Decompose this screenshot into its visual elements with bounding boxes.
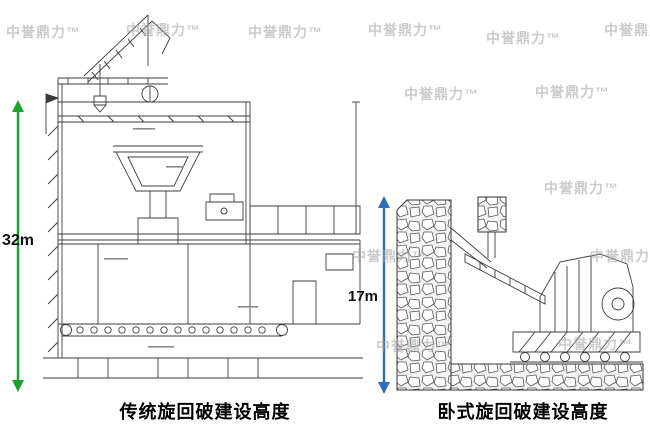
horizontal-crusher-drawing	[395, 192, 648, 392]
stone-block	[478, 197, 506, 232]
height-arrow-17m	[378, 196, 390, 394]
caption-right: 卧式旋回破建设高度	[437, 402, 609, 422]
watermark: 中誉鼎力™	[248, 24, 323, 40]
caption-left: 传统旋回破建设高度	[119, 402, 291, 422]
watermark: 中誉鼎力™	[368, 22, 443, 38]
watermark: 中誉鼎力™	[604, 22, 650, 38]
watermark: 中誉鼎力™	[535, 84, 610, 100]
watermark: 中誉鼎力™	[6, 24, 81, 40]
watermark: 中誉鼎力™	[590, 248, 650, 264]
watermark: 中誉鼎力™	[376, 338, 451, 354]
stone-ground	[451, 364, 643, 390]
height-label-left: 32m	[2, 232, 35, 249]
traditional-crusher-drawing	[38, 6, 368, 394]
arrow-head-up-icon	[378, 196, 390, 208]
watermark: 中誉鼎力™	[486, 30, 561, 46]
stone-wall	[397, 200, 451, 390]
height-arrow-32m	[12, 100, 24, 392]
height-label-right: 17m	[348, 288, 379, 305]
arrow-head-down-icon	[378, 382, 390, 394]
arrow-head-down-icon	[12, 380, 24, 392]
watermark: 中誉鼎力™	[126, 22, 201, 38]
watermark: 中誉鼎力™	[558, 336, 633, 352]
watermark: 中誉鼎力™	[404, 86, 479, 102]
watermark: 中誉鼎力™	[544, 180, 619, 196]
arrow-head-up-icon	[12, 100, 24, 112]
watermark: 中誉鼎力™	[352, 248, 427, 264]
